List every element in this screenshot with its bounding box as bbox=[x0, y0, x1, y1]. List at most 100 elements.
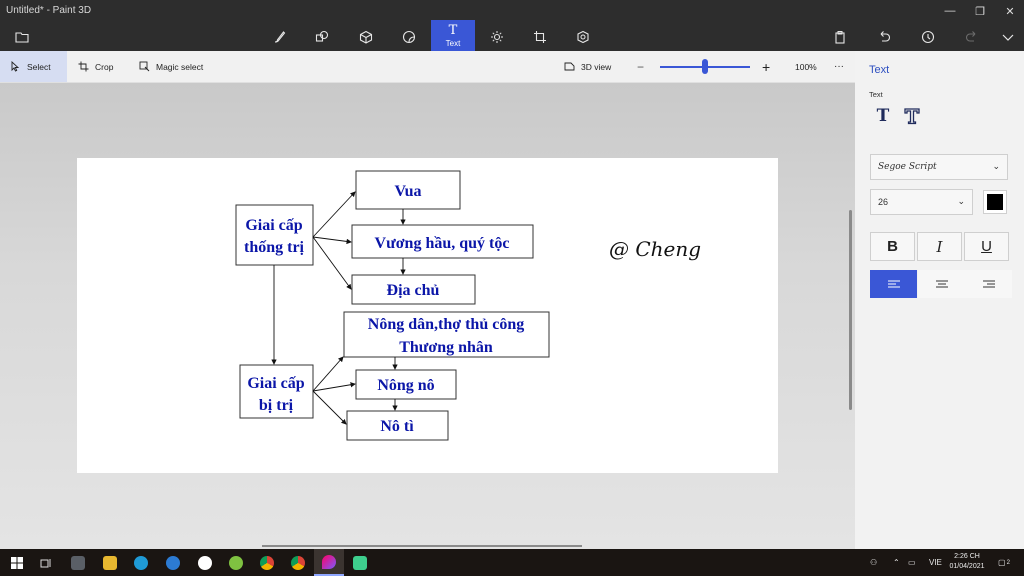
text-color-swatch bbox=[987, 194, 1003, 210]
zoom-out-button[interactable]: − bbox=[637, 59, 645, 74]
notification-count: 2 bbox=[1006, 559, 1010, 566]
font-size-select[interactable]: 26 ⌄ bbox=[870, 189, 973, 215]
calculator-icon[interactable] bbox=[63, 549, 93, 576]
notification-center-icon[interactable]: ▢2 bbox=[998, 558, 1010, 567]
app-icon-green[interactable] bbox=[221, 549, 251, 576]
canvas-icon[interactable] bbox=[526, 22, 554, 51]
windows-logo-icon bbox=[11, 556, 23, 569]
watermark-text: @ Cheng bbox=[609, 237, 701, 261]
horizontal-scrollbar[interactable] bbox=[262, 545, 582, 547]
king-label: Vua bbox=[395, 183, 422, 200]
diagram: Giai cấp thống trị Vua Vương hầu, quý tộ… bbox=[235, 170, 701, 441]
clock[interactable]: 2:26 CH 01/04/2021 bbox=[944, 552, 990, 572]
align-left-icon bbox=[887, 280, 900, 287]
close-button[interactable]: ✕ bbox=[1005, 5, 1015, 18]
magic-select-button[interactable]: Magic select bbox=[139, 51, 203, 82]
zalo-icon[interactable] bbox=[190, 549, 220, 576]
people-icon[interactable]: ⚇ bbox=[870, 558, 878, 567]
slaves-box bbox=[346, 410, 449, 441]
edge-icon[interactable] bbox=[126, 549, 156, 576]
italic-button[interactable]: I bbox=[917, 232, 962, 261]
3d-library-icon[interactable] bbox=[569, 22, 597, 51]
taskbar: ⚇ ⌃ ▭ VIE 2:26 CH 01/04/2021 ▢2 bbox=[0, 549, 1024, 576]
clock-time: 2:26 CH bbox=[954, 553, 980, 560]
clock-date: 01/04/2021 bbox=[949, 563, 985, 570]
3d-view-icon bbox=[564, 62, 575, 71]
font-size-value: 26 bbox=[878, 197, 889, 207]
stickers-icon[interactable] bbox=[395, 22, 423, 51]
nobles-box bbox=[351, 224, 534, 259]
vertical-scrollbar[interactable] bbox=[849, 210, 852, 410]
cursor-icon bbox=[11, 61, 20, 72]
file-explorer-icon[interactable] bbox=[95, 549, 125, 576]
peasants-line2: Thương nhân bbox=[399, 339, 493, 356]
select-button[interactable]: Select bbox=[0, 51, 67, 82]
history-icon[interactable] bbox=[914, 22, 942, 51]
select-label: Select bbox=[27, 61, 51, 72]
text-side-panel: Text Text T bbox=[855, 51, 1024, 549]
undo-icon[interactable] bbox=[870, 22, 898, 51]
crop-button[interactable]: Crop bbox=[78, 51, 113, 82]
peasants-box bbox=[343, 311, 550, 358]
panel-title: Text bbox=[869, 64, 890, 76]
menu-folder-icon[interactable] bbox=[8, 22, 36, 51]
crop-icon bbox=[78, 61, 89, 72]
chrome-profile-icon[interactable] bbox=[283, 549, 313, 576]
underline-button[interactable]: U bbox=[964, 232, 1009, 261]
effects-icon[interactable] bbox=[483, 22, 511, 51]
3d-view-button[interactable]: 3D view bbox=[564, 51, 611, 82]
text-color-button[interactable] bbox=[983, 190, 1007, 214]
align-right-icon bbox=[982, 280, 995, 287]
main-toolbar bbox=[0, 22, 1024, 51]
magic-select-icon bbox=[139, 61, 150, 72]
2d-shapes-icon[interactable] bbox=[308, 22, 336, 51]
start-button[interactable] bbox=[2, 549, 32, 576]
app-icon-m[interactable] bbox=[345, 549, 375, 576]
magic-select-label: Magic select bbox=[156, 61, 204, 72]
text-tool-label: Text bbox=[445, 39, 461, 48]
ruling-class-box bbox=[235, 204, 314, 266]
text-tool-button[interactable]: T Text bbox=[431, 20, 475, 51]
chevron-down-icon: ⌄ bbox=[992, 161, 1000, 171]
more-options-button[interactable]: ··· bbox=[834, 61, 844, 72]
ruling-class-line2: thống trị bbox=[244, 239, 305, 256]
panel-section-label: Text bbox=[869, 90, 883, 99]
bold-button[interactable]: B bbox=[870, 232, 915, 261]
window-title: Untitled* - Paint 3D bbox=[6, 5, 92, 16]
king-box bbox=[355, 170, 461, 210]
ruled-class-line2: bị trị bbox=[259, 397, 294, 414]
paste-icon[interactable] bbox=[826, 22, 854, 51]
3d-text-icon[interactable] bbox=[900, 104, 924, 128]
tray-chevron-up-icon[interactable]: ⌃ bbox=[893, 558, 900, 567]
drawing-canvas[interactable]: Giai cấp thống trị Vua Vương hầu, quý tộ… bbox=[77, 158, 778, 473]
network-icon[interactable]: ▭ bbox=[908, 558, 916, 567]
align-center-icon bbox=[935, 280, 948, 287]
maximize-button[interactable]: ❐ bbox=[975, 5, 985, 18]
title-bar: Untitled* - Paint 3D — ❐ ✕ bbox=[0, 0, 1024, 22]
zoom-value[interactable]: 100% bbox=[795, 61, 817, 72]
align-right-button[interactable] bbox=[965, 270, 1012, 298]
text-tool-glyph: T bbox=[448, 23, 458, 38]
language-indicator[interactable]: VIE bbox=[929, 558, 942, 567]
align-left-button[interactable] bbox=[870, 270, 917, 298]
task-view-icon[interactable] bbox=[31, 549, 61, 576]
expand-chevron-icon[interactable] bbox=[994, 22, 1022, 51]
landlords-box bbox=[351, 274, 476, 305]
zoom-in-button[interactable]: + bbox=[762, 58, 771, 75]
2d-text-icon[interactable]: T bbox=[876, 106, 890, 126]
chrome-icon[interactable] bbox=[252, 549, 282, 576]
serfs-label: Nông nô bbox=[377, 377, 434, 394]
nobles-label: Vương hầu, quý tộc bbox=[375, 235, 510, 252]
align-center-button[interactable] bbox=[918, 270, 965, 298]
redo-icon[interactable] bbox=[958, 22, 986, 51]
landlords-label: Địa chủ bbox=[387, 282, 440, 299]
zoom-slider-thumb[interactable] bbox=[702, 59, 708, 74]
app-icon-blue[interactable] bbox=[158, 549, 188, 576]
3d-shapes-icon[interactable] bbox=[352, 22, 380, 51]
paint3d-taskbar-icon[interactable] bbox=[314, 549, 344, 576]
brushes-icon[interactable] bbox=[265, 22, 293, 51]
minimize-button[interactable]: — bbox=[944, 5, 956, 17]
ruled-class-line1: Giai cấp bbox=[247, 375, 304, 392]
font-family-select[interactable]: Segoe Script ⌄ bbox=[870, 154, 1008, 180]
